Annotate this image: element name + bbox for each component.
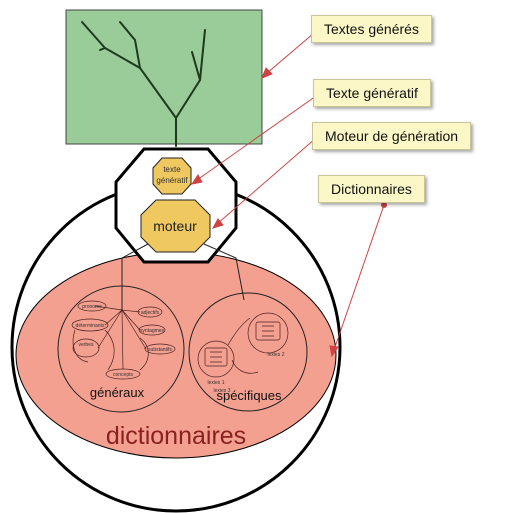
specific-dictionaries-label: spécifiques	[216, 388, 282, 403]
general-item-concepts: concepts	[113, 372, 134, 378]
general-item-syntagmes: syntagmes	[140, 328, 165, 334]
generative-text-label-1: texte	[163, 165, 181, 174]
text-tree-icon	[81, 21, 206, 147]
callout-dictionaries: Dictionnaires	[318, 175, 425, 203]
dictionaries-main-label: dictionnaires	[106, 422, 246, 450]
callout-arrows	[190, 32, 385, 358]
engine-node-label: moteur	[153, 218, 197, 234]
generative-text-label-2: génératif	[156, 176, 188, 185]
engine-node-octagon	[140, 199, 211, 253]
general-dictionaries-label: généraux	[90, 385, 145, 400]
specific-dictionaries-network	[197, 312, 289, 378]
callout-generated-texts: Textes générés	[311, 15, 432, 43]
specific-item-lexies-2: lexies 2	[268, 352, 285, 358]
specific-item-lexies-3: lexies 3	[214, 388, 231, 394]
general-dictionaries-circle	[57, 285, 185, 413]
general-item-substantifs: substantifs	[148, 347, 172, 353]
generated-texts-panel	[65, 9, 263, 145]
generative-text-octagon	[152, 157, 192, 195]
general-item-pronoms: pronoms	[82, 304, 102, 310]
callout-generation-engine: Moteur de génération	[312, 122, 472, 150]
general-dictionaries-network	[71, 300, 176, 380]
specific-item-lexies-1: lexies 1	[208, 380, 225, 386]
specific-dictionaries-circle	[188, 292, 308, 412]
general-item-adjectifs: adjectifs	[141, 310, 160, 316]
callout-generative-text: Texte génératif	[313, 79, 431, 107]
engine-connector-lines	[121, 243, 245, 310]
general-item-verbes: verbes	[78, 342, 94, 348]
general-item-determinants: déterminants	[76, 323, 105, 329]
